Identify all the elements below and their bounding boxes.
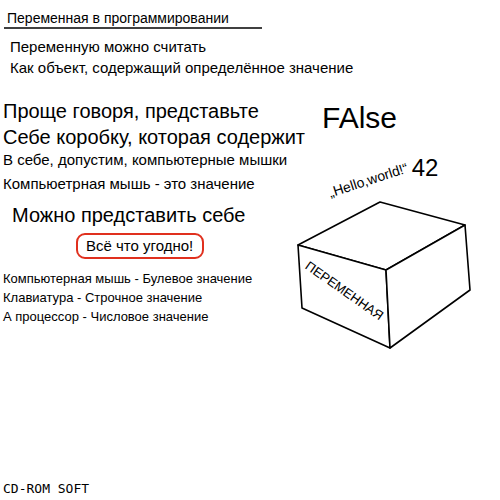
box-drawing xyxy=(298,202,470,348)
text-line: Переменную можно считать xyxy=(10,38,206,55)
title-underline xyxy=(4,27,262,29)
text-line: Себе коробку, которая содержит xyxy=(3,126,305,149)
footer-label: CD-ROM SOFT xyxy=(3,482,89,497)
text-line: Компьютерная мышь - Булевое значение xyxy=(3,272,252,287)
text-line: Проще говоря, представьте xyxy=(3,100,259,123)
highlight-box: Всё что угодно! xyxy=(76,233,204,259)
text-line: Можно представить себе xyxy=(12,204,245,227)
text-line: В себе, допустим, компьютерные мышки xyxy=(3,151,287,168)
page-title: Переменная в программировании xyxy=(7,10,229,26)
handwritten-label: 42 xyxy=(412,154,439,182)
box-front xyxy=(298,245,390,348)
text-line: Как объект, содержащий определённое знач… xyxy=(10,59,353,76)
box-side xyxy=(386,225,470,348)
text-line: А процессор - Числовое значение xyxy=(3,310,208,325)
handwritten-label: FAlse xyxy=(322,101,397,136)
text-line: Клавиатура - Строчное значение xyxy=(3,291,202,306)
handwritten-label: „Hello,world!“ xyxy=(326,160,409,201)
text-line: Компьюетрная мышь - это значение xyxy=(3,175,255,192)
highlight-text: Всё что угодно! xyxy=(86,237,194,255)
